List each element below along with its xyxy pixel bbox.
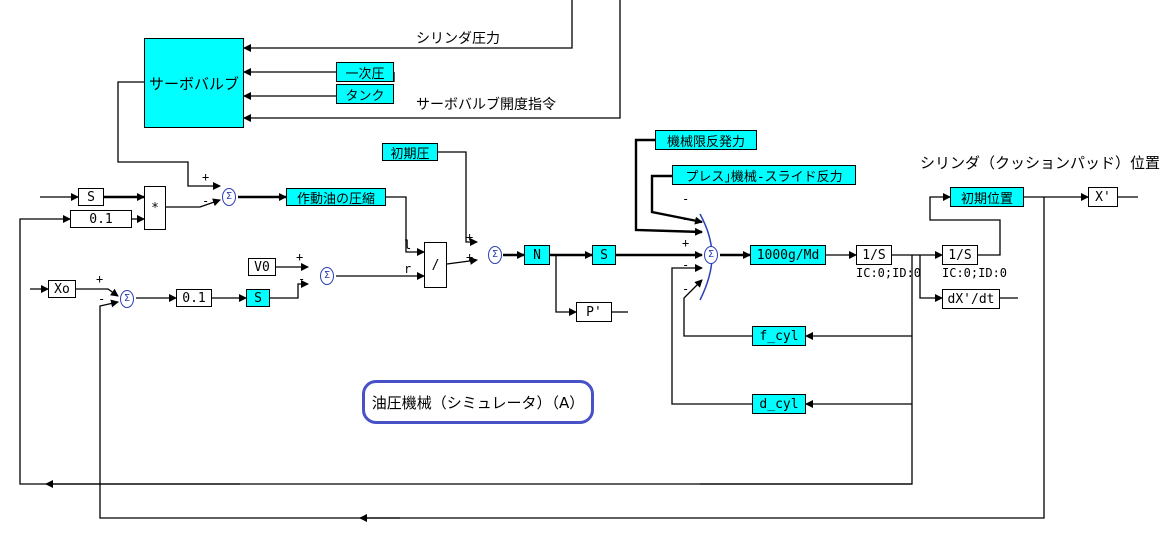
- divide-block[interactable]: /: [424, 242, 447, 288]
- sign-plus: +: [96, 272, 104, 286]
- sign-minus: -: [298, 272, 306, 286]
- primary-pressure-block[interactable]: 一次圧: [336, 62, 394, 82]
- multiply-block[interactable]: *: [144, 186, 166, 230]
- integrator-1-ic-label: IC:0;ID:0: [856, 266, 922, 280]
- sign-plus: +: [466, 250, 474, 264]
- simulator-note-box[interactable]: 油圧機械（シミュレータ）（A）: [362, 380, 594, 424]
- integrator-2-block[interactable]: 1/S: [942, 245, 978, 265]
- s-derivative-top-block[interactable]: S: [78, 188, 104, 206]
- sum-junction-position[interactable]: Σ: [120, 290, 134, 308]
- sum-junction-main[interactable]: Σ: [704, 246, 718, 264]
- integrator-1-block[interactable]: 1/S: [856, 245, 892, 265]
- s-derivative-mid-block[interactable]: S: [246, 289, 270, 307]
- sign-plus: +: [296, 250, 304, 264]
- d-cyl-block[interactable]: d_cyl: [752, 394, 806, 414]
- mech-limit-reaction-block[interactable]: 機械限反発力: [655, 130, 757, 150]
- initial-position-block[interactable]: 初期位置: [950, 187, 1024, 207]
- cylinder-position-label: シリンダ（クッションパッド）位置: [920, 154, 1161, 172]
- sign-minus: -: [98, 292, 106, 306]
- n-block[interactable]: N: [524, 245, 550, 265]
- divide-port-r-label: r: [404, 262, 412, 276]
- sum-junction-force[interactable]: Σ: [488, 246, 502, 264]
- dxdt-block[interactable]: dX'/dt: [942, 289, 1000, 309]
- integrator-2-ic-label: IC:0;ID:0: [942, 266, 1008, 280]
- f-cyl-block[interactable]: f_cyl: [752, 326, 806, 346]
- sign-plus: +: [682, 236, 690, 250]
- sign-minus: -: [682, 282, 690, 296]
- sign-minus: -: [682, 212, 690, 226]
- p-prime-block[interactable]: P': [576, 302, 612, 322]
- initial-pressure-block[interactable]: 初期圧: [382, 143, 438, 161]
- sign-plus: +: [202, 170, 210, 184]
- mass-gain-block[interactable]: 1000g/Md: [750, 245, 826, 265]
- gain-0-1-bottom-block[interactable]: 0.1: [176, 289, 212, 307]
- sign-minus: -: [682, 192, 690, 206]
- oil-compression-block[interactable]: 作動油の圧縮: [286, 188, 386, 206]
- servo-valve-opening-command-label: サーボバルブ開度指令: [416, 97, 556, 113]
- s-after-n-block[interactable]: S: [592, 245, 616, 265]
- tank-block[interactable]: タンク: [336, 84, 394, 104]
- divide-port-l-label: l: [404, 238, 412, 252]
- cylinder-pressure-label: シリンダ圧力: [416, 31, 500, 47]
- sum-junction-volume[interactable]: Σ: [320, 267, 334, 285]
- gain-0-1-top-block[interactable]: 0.1: [70, 210, 132, 228]
- sum-junction-pressure[interactable]: Σ: [222, 188, 236, 206]
- sign-minus: -: [682, 258, 690, 272]
- press-mech-slide-reaction-block[interactable]: プレス｣機械-スライド反力: [672, 165, 856, 185]
- xo-block[interactable]: Xo: [48, 280, 76, 298]
- servo-valve-block[interactable]: サーボバルブ: [144, 38, 244, 128]
- sign-minus: -: [202, 194, 210, 208]
- sign-plus: +: [466, 230, 474, 244]
- v0-block[interactable]: V0: [248, 258, 276, 276]
- x-prime-block[interactable]: X': [1088, 187, 1118, 207]
